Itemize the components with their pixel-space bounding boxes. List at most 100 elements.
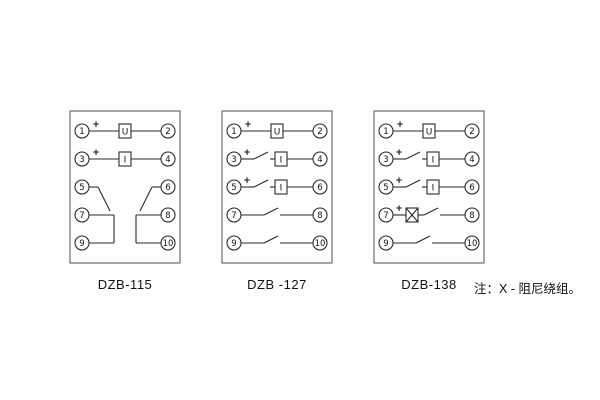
- terminal-3: 3: [378, 151, 394, 167]
- polarity-plus: +: [244, 120, 252, 130]
- relay-case-outline: [373, 110, 485, 264]
- svg-text:1: 1: [231, 127, 236, 137]
- voltage-coil-label: U: [274, 128, 281, 138]
- svg-text:8: 8: [165, 211, 170, 221]
- svg-text:5: 5: [231, 183, 236, 193]
- svg-text:10: 10: [315, 239, 326, 249]
- svg-text:9: 9: [231, 239, 236, 249]
- terminal-1: 1: [378, 123, 394, 139]
- terminal-6: 6: [464, 179, 480, 195]
- svg-text:9: 9: [79, 239, 84, 249]
- caption-dzb-115: DZB-115: [97, 277, 153, 292]
- svg-text:1: 1: [79, 127, 84, 137]
- terminal-2: 2: [160, 123, 176, 139]
- damping-winding-symbol: [405, 207, 419, 223]
- svg-text:10: 10: [163, 239, 174, 249]
- terminal-2: 2: [464, 123, 480, 139]
- voltage-coil-label: U: [122, 128, 129, 138]
- terminal-5: 5: [226, 179, 242, 195]
- polarity-plus: +: [395, 148, 403, 158]
- row-voltage-coil: + U: [393, 120, 465, 139]
- note-damping-winding: 注：X - 阻尼绕组。: [474, 282, 581, 296]
- terminal-5: 5: [378, 179, 394, 195]
- terminal-7: 7: [378, 207, 394, 223]
- diagram-dzb-115: + U + I 1 3 5 7 9 2: [69, 110, 181, 264]
- contact-blade: [253, 179, 269, 188]
- terminal-10: 10: [464, 235, 480, 251]
- terminal-9: 9: [378, 235, 394, 251]
- right-changeover-contact: [135, 186, 161, 244]
- svg-text:9: 9: [383, 239, 388, 249]
- row-voltage-coil: + U: [241, 120, 313, 139]
- svg-text:2: 2: [469, 127, 474, 137]
- voltage-coil-box: [118, 123, 132, 139]
- polarity-plus: +: [395, 176, 403, 186]
- row-contact: [393, 235, 465, 244]
- svg-text:3: 3: [231, 155, 236, 165]
- row-voltage-coil: + U: [89, 120, 161, 139]
- terminal-6: 6: [312, 179, 328, 195]
- voltage-coil-label: U: [426, 128, 433, 138]
- contact-blade: [405, 179, 421, 188]
- caption-dzb-138: DZB-138: [401, 277, 457, 292]
- row-contact-1: [241, 207, 313, 216]
- row-contact-2: [241, 235, 313, 244]
- current-coil-label: I: [280, 156, 283, 166]
- polarity-plus: +: [92, 148, 100, 158]
- svg-text:4: 4: [317, 155, 322, 165]
- row-current-coil-2: + I: [393, 176, 465, 195]
- terminal-8: 8: [312, 207, 328, 223]
- polarity-plus: +: [243, 148, 251, 158]
- row-current-coil: + I: [89, 148, 161, 167]
- caption-dzb-127: DZB -127: [247, 277, 307, 292]
- terminal-7: 7: [74, 207, 90, 223]
- relay-case-outline: [69, 110, 181, 264]
- diagram-dzb-127: + U + I + I: [221, 110, 333, 264]
- row-current-coil-1: + I: [241, 148, 313, 167]
- relay-case-outline: [221, 110, 333, 264]
- terminal-9: 9: [226, 235, 242, 251]
- contact-blade: [263, 207, 279, 216]
- voltage-coil-box: [270, 123, 284, 139]
- terminal-1: 1: [226, 123, 242, 139]
- terminal-8: 8: [464, 207, 480, 223]
- svg-text:4: 4: [469, 155, 474, 165]
- polarity-plus: +: [92, 120, 100, 130]
- terminal-9: 9: [74, 235, 90, 251]
- svg-text:8: 8: [317, 211, 322, 221]
- terminal-4: 4: [312, 151, 328, 167]
- current-coil-box: [118, 151, 132, 167]
- left-changeover-contact: [89, 186, 115, 244]
- current-coil-label: I: [432, 184, 435, 194]
- contact-blade: [253, 151, 269, 160]
- svg-text:2: 2: [317, 127, 322, 137]
- terminal-4: 4: [160, 151, 176, 167]
- terminal-10: 10: [312, 235, 328, 251]
- contact-blade: [405, 151, 421, 160]
- terminal-3: 3: [74, 151, 90, 167]
- polarity-plus: +: [396, 120, 404, 130]
- svg-text:6: 6: [165, 183, 170, 193]
- svg-text:5: 5: [79, 183, 84, 193]
- svg-text:7: 7: [79, 211, 84, 221]
- svg-text:5: 5: [383, 183, 388, 193]
- svg-text:3: 3: [79, 155, 84, 165]
- terminal-8: 8: [160, 207, 176, 223]
- svg-text:1: 1: [383, 127, 388, 137]
- row-damping-winding: +: [393, 204, 465, 223]
- terminal-3: 3: [226, 151, 242, 167]
- terminal-5: 5: [74, 179, 90, 195]
- terminal-10: 10: [160, 235, 176, 251]
- terminal-1: 1: [74, 123, 90, 139]
- polarity-plus: +: [243, 176, 251, 186]
- row-current-coil-2: + I: [241, 176, 313, 195]
- svg-text:6: 6: [317, 183, 322, 193]
- terminal-4: 4: [464, 151, 480, 167]
- terminal-2: 2: [312, 123, 328, 139]
- terminal-6: 6: [160, 179, 176, 195]
- svg-text:10: 10: [467, 239, 478, 249]
- current-coil-label: I: [280, 184, 283, 194]
- contact-blade: [263, 235, 279, 244]
- svg-text:3: 3: [383, 155, 388, 165]
